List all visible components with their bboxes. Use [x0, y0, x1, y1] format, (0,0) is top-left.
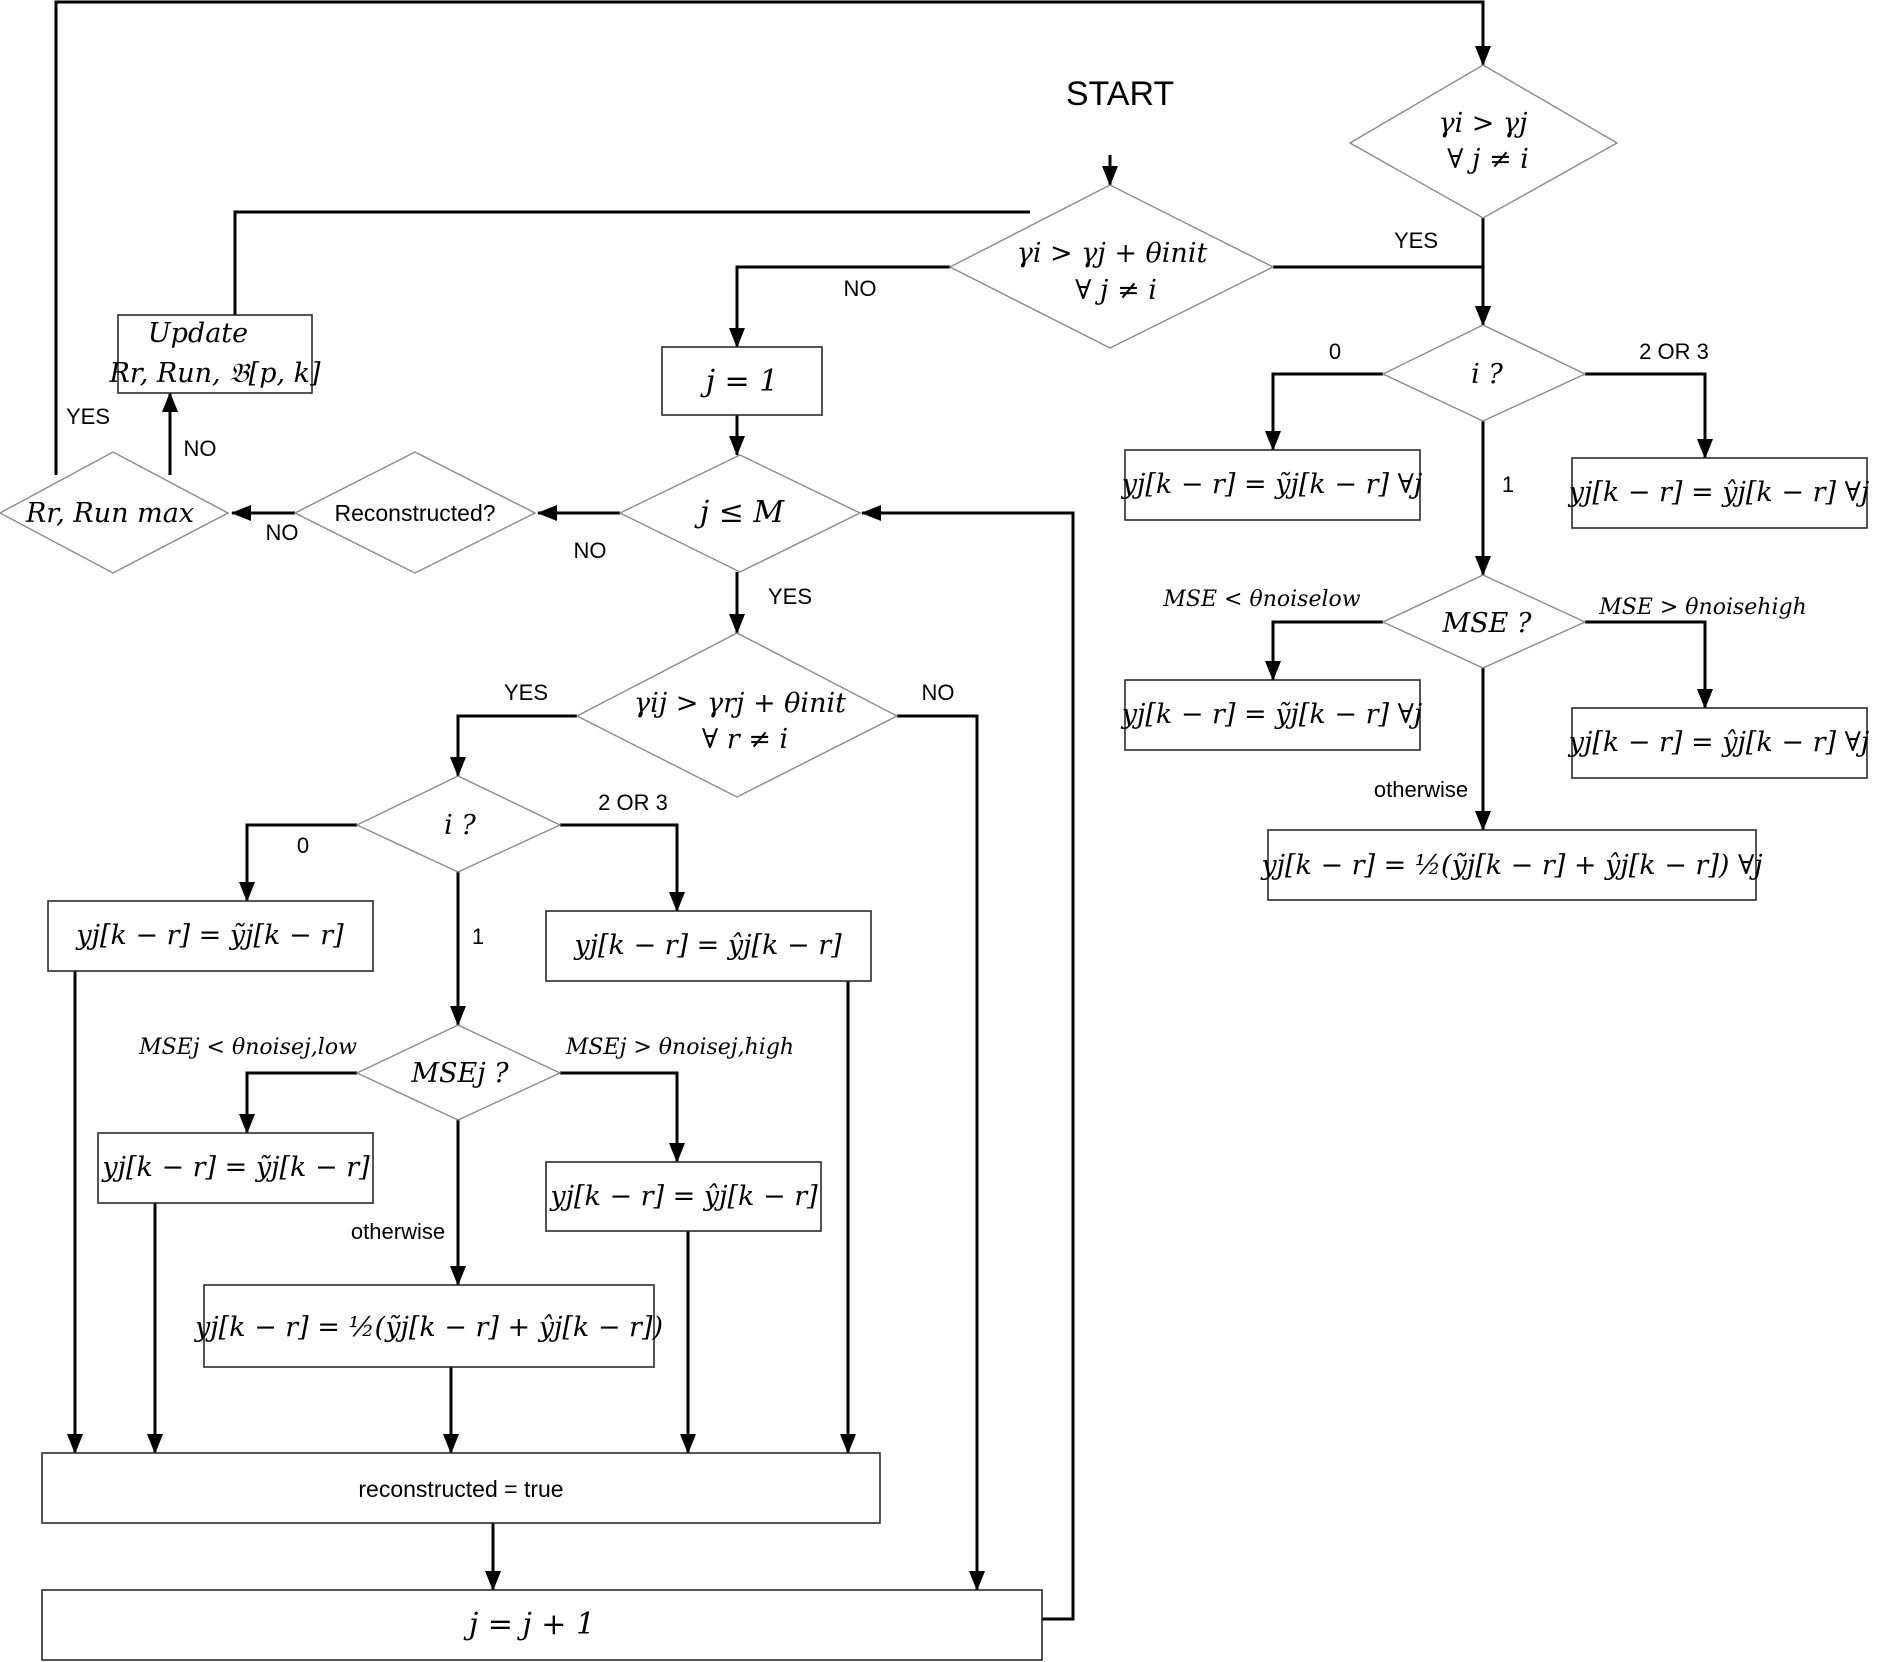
- mse-check-right-text: MSE ?: [1442, 608, 1532, 639]
- top-check-decision: γi > γj ∀ j ≠ i: [1348, 64, 1619, 219]
- box-tilde-right: yj[k − r] = ỹj[k − r] ∀j: [1121, 449, 1423, 521]
- j-increment-box: j = j + 1: [41, 1589, 1043, 1661]
- box-avg-right: yj[k − r] = ½(ỹj[k − r] + ŷj[k − r]) ∀j: [1260, 829, 1763, 901]
- label-iright-23: 2 OR 3: [1639, 339, 1709, 364]
- box-hat-left-text: yj[k − r] = ŷj[k − r]: [573, 930, 842, 961]
- edge-gamma-yes: [450, 714, 577, 777]
- edge-mseleft-low: [239, 1071, 357, 1134]
- gamma-r-line1: γij > γrj + θinit: [634, 688, 846, 719]
- loop-check-decision: j ≤ M: [618, 454, 862, 573]
- edge-max-yes: [54, 0, 1491, 475]
- top-check-line2: ∀ j ≠ i: [1447, 144, 1529, 175]
- reconstructed-true-text: reconstructed = true: [358, 1476, 563, 1502]
- box-hat-right: yj[k − r] = ŷj[k − r] ∀j: [1568, 457, 1870, 529]
- i-check-left-text: i ?: [444, 810, 476, 841]
- label-iright-1: 1: [1502, 472, 1514, 497]
- init-check-line1: γi > γj + θinit: [1017, 238, 1208, 269]
- update-box: Update Rr, Run, 𝔅[p, k]: [108, 314, 321, 394]
- edge-init-yes: [1273, 265, 1491, 326]
- label-max-no: NO: [184, 436, 217, 461]
- gamma-r-line2: ∀ r ≠ i: [702, 724, 788, 755]
- label-gamma-yes: YES: [504, 680, 548, 705]
- mse-check-left-text: MSEj ?: [410, 1058, 509, 1089]
- box-tilde-right-mse-text: yj[k − r] = ỹj[k − r] ∀j: [1121, 699, 1423, 730]
- j-init-box: j = 1: [661, 346, 823, 416]
- init-check-line2: ∀ j ≠ i: [1075, 275, 1157, 306]
- edge-ileft-0: [239, 823, 357, 902]
- label-mseright-low: MSE < θnoiselow: [1162, 587, 1360, 612]
- box-tilde-left: yj[k − r] = ỹj[k − r]: [47, 900, 374, 972]
- init-check-decision: γi > γj + θinit ∀ j ≠ i: [948, 184, 1275, 349]
- update-line2: Rr, Run, 𝔅[p, k]: [108, 358, 321, 389]
- label-mseright-high: MSE > θnoisehigh: [1598, 595, 1807, 620]
- label-ileft-23: 2 OR 3: [598, 790, 668, 815]
- edge-mseright-low: [1265, 620, 1383, 681]
- box-hat-left: yj[k − r] = ŷj[k − r]: [545, 910, 872, 982]
- edge-iright-0: [1265, 372, 1383, 451]
- update-line1: Update: [148, 318, 248, 349]
- box-hat-left-mse-text: yj[k − r] = ŷj[k − r]: [549, 1181, 818, 1212]
- top-check-line1: γi > γj: [1438, 108, 1527, 139]
- box-avg-left: yj[k − r] = ½(ỹj[k − r] + ŷj[k − r]): [194, 1284, 663, 1368]
- box-tilde-left-mse: yj[k − r] = ỹj[k − r]: [97, 1132, 374, 1204]
- box-avg-right-text: yj[k − r] = ½(ỹj[k − r] + ŷj[k − r]) ∀j: [1260, 850, 1762, 881]
- label-loop-yes: YES: [768, 584, 812, 609]
- label-mseright-other: otherwise: [1374, 777, 1468, 802]
- gamma-r-check-decision: γij > γrj + θinit ∀ r ≠ i: [575, 632, 899, 798]
- i-check-left-decision: i ?: [355, 775, 562, 873]
- start-label: START: [1066, 75, 1174, 113]
- box-tilde-left-mse-text: yj[k − r] = ỹj[k − r]: [101, 1152, 370, 1183]
- box-hat-right-text: yj[k − r] = ŷj[k − r] ∀j: [1568, 477, 1870, 508]
- reconstructed-check-decision: Reconstructed?: [293, 451, 537, 574]
- label-gamma-no: NO: [922, 680, 955, 705]
- label-init-yes: YES: [1394, 228, 1438, 253]
- label-init-no: NO: [844, 276, 877, 301]
- box-avg-left-text: yj[k − r] = ½(ỹj[k − r] + ŷj[k − r]): [194, 1312, 663, 1343]
- label-ileft-1: 1: [472, 924, 484, 949]
- label-iright-0: 0: [1329, 339, 1341, 364]
- mse-check-right-decision: MSE ?: [1381, 574, 1587, 669]
- box-tilde-right-text: yj[k − r] = ỹj[k − r] ∀j: [1121, 469, 1423, 500]
- j-increment-text: j = j + 1: [463, 1607, 595, 1642]
- reconstructed-true-box: reconstructed = true: [41, 1452, 881, 1524]
- edge-mseleft-high: [560, 1071, 685, 1163]
- box-hat-right-mse: yj[k − r] = ŷj[k − r] ∀j: [1568, 707, 1870, 779]
- mse-check-left-decision: MSEj ?: [355, 1024, 562, 1121]
- edges: [54, 0, 1713, 1621]
- label-mseleft-high: MSEj > θnoisej,high: [565, 1035, 794, 1060]
- loop-check-text: j ≤ M: [694, 495, 786, 530]
- label-loop-no: NO: [574, 538, 607, 563]
- max-check-text: Rr, Run max: [25, 498, 194, 529]
- i-check-right-decision: i ?: [1381, 324, 1587, 422]
- edge-mseright-high: [1585, 620, 1713, 709]
- i-check-right-text: i ?: [1471, 359, 1503, 390]
- box-hat-left-mse: yj[k − r] = ŷj[k − r]: [545, 1161, 822, 1232]
- max-check-decision: Rr, Run max: [0, 451, 230, 574]
- reconstructed-check-text: Reconstructed?: [334, 500, 495, 526]
- edge-inc-to-loop: [861, 505, 1075, 1621]
- edge-gamma-no: [897, 714, 985, 1591]
- edge-init-no: [729, 265, 950, 348]
- edge-update-to-init: [233, 210, 1030, 315]
- j-init-text: j = 1: [700, 364, 779, 399]
- edge-labels: NO YES YES NO NO NO YES YES NO 0 1 2 OR …: [66, 228, 1807, 1244]
- edge-iright-23: [1585, 372, 1713, 459]
- label-mseleft-other: otherwise: [351, 1219, 445, 1244]
- box-hat-right-mse-text: yj[k − r] = ŷj[k − r] ∀j: [1568, 727, 1870, 758]
- box-tilde-right-mse: yj[k − r] = ỹj[k − r] ∀j: [1121, 679, 1423, 751]
- label-ileft-0: 0: [297, 833, 309, 858]
- label-recon-no: NO: [266, 520, 299, 545]
- box-tilde-left-text: yj[k − r] = ỹj[k − r]: [75, 920, 344, 951]
- label-max-yes: YES: [66, 404, 110, 429]
- label-mseleft-low: MSEj < θnoisej,low: [138, 1035, 357, 1060]
- edge-ileft-23: [560, 823, 685, 912]
